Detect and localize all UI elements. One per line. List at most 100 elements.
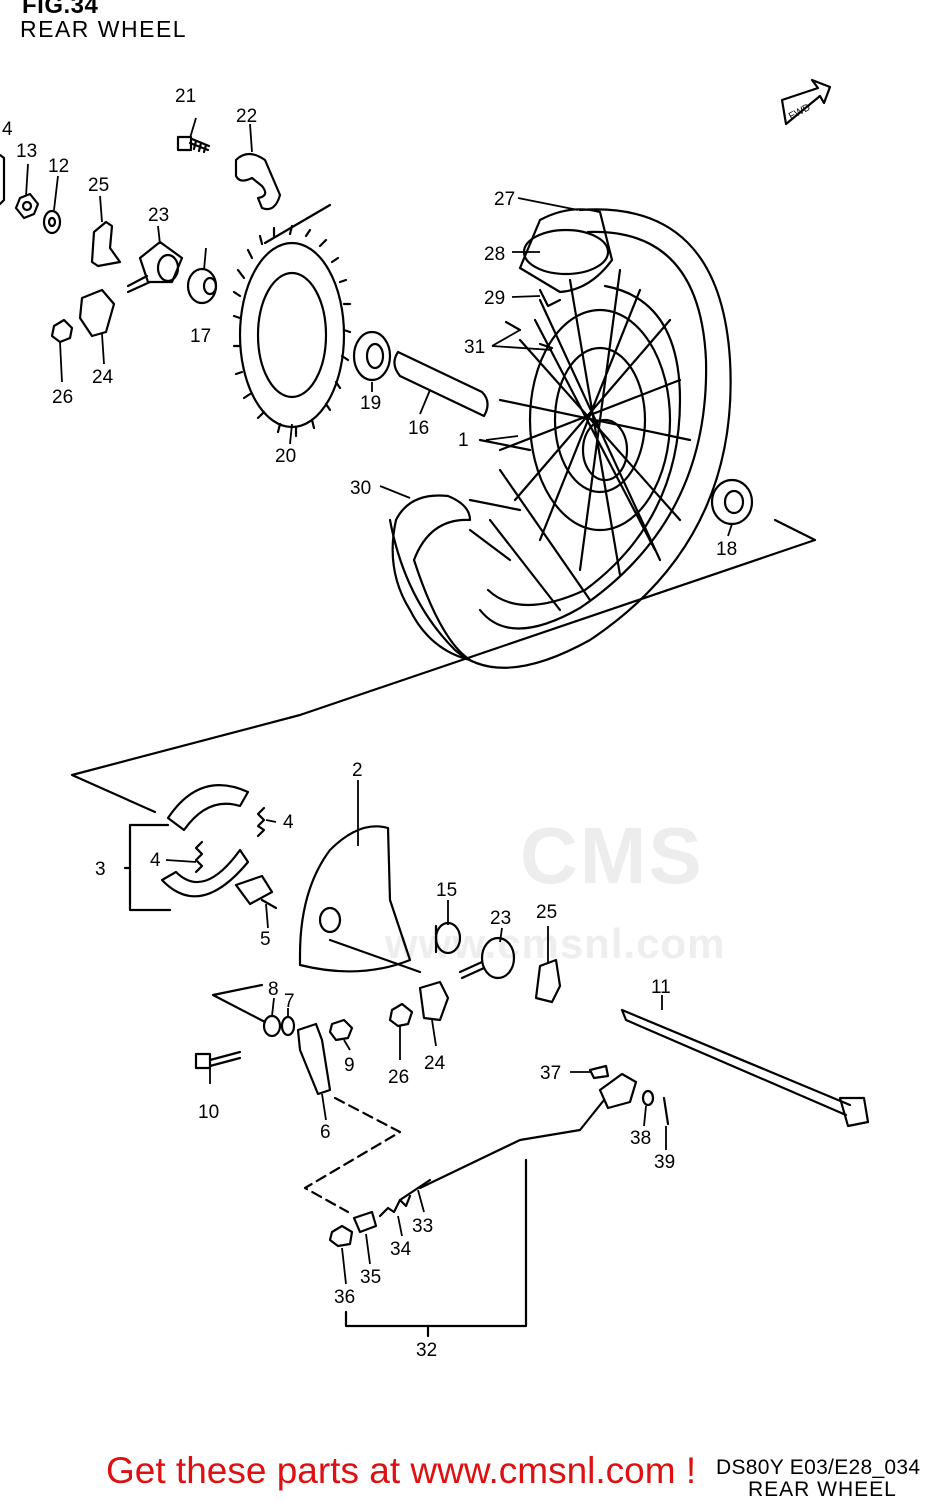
callout-11: 11 <box>651 977 671 998</box>
callout-36: 36 <box>334 1287 355 1308</box>
callout-4-topleft: 4 <box>2 119 13 140</box>
brake-cam-5 <box>234 874 278 910</box>
brake-rod-32 <box>398 1072 638 1202</box>
callout-25-lower: 25 <box>536 902 557 923</box>
washer-7 <box>280 1015 296 1037</box>
callout-22: 22 <box>236 106 257 127</box>
callout-24-lower: 24 <box>424 1053 446 1074</box>
callout-20: 20 <box>275 446 296 467</box>
nut-9 <box>328 1018 354 1042</box>
callout-35: 35 <box>360 1267 381 1288</box>
callout-21: 21 <box>175 86 196 107</box>
spacer-16 <box>393 350 489 418</box>
diagram-code: DS80Y E03/E28_034 <box>716 1456 921 1479</box>
lock-plate-22 <box>234 152 282 211</box>
callout-16: 16 <box>408 418 429 439</box>
callout-4-spring-lower: 4 <box>150 850 161 871</box>
figure-number: FIG.34 <box>22 0 99 19</box>
callout-23-upper: 23 <box>148 205 169 226</box>
callout-38: 38 <box>630 1128 651 1149</box>
callout-12: 12 <box>48 156 69 177</box>
lever-plane-line <box>303 1096 402 1214</box>
group-bracket-3 <box>123 823 172 912</box>
rear-sprocket-20 <box>232 224 352 438</box>
axle-holder-23-lower <box>458 936 516 980</box>
figure-title: REAR WHEEL <box>20 16 188 42</box>
callout-1: 1 <box>458 430 469 451</box>
joint-35 <box>352 1210 378 1234</box>
callout-4-spring-upper: 4 <box>283 812 294 833</box>
block-24-lower <box>418 980 450 1022</box>
bearing-19 <box>352 330 392 382</box>
callout-26-lower: 26 <box>388 1067 409 1088</box>
collar-8 <box>262 1014 282 1038</box>
callout-24-upper: 24 <box>92 367 114 388</box>
brake-lever-6 <box>296 1022 332 1096</box>
callout-6: 6 <box>320 1122 331 1143</box>
group-bracket-32 <box>344 1158 528 1338</box>
washer-12 <box>42 209 62 235</box>
callout-34: 34 <box>390 1239 412 1260</box>
callout-17: 17 <box>190 326 211 347</box>
callout-37: 37 <box>540 1063 561 1084</box>
fwd-arrow <box>780 78 832 126</box>
tyre-30 <box>391 494 472 662</box>
callout-33: 33 <box>412 1216 433 1237</box>
bolt-37 <box>588 1064 610 1080</box>
adjuster-plate-25-lower <box>534 958 562 1004</box>
callout-15: 15 <box>436 880 457 901</box>
callout-25-upper: 25 <box>88 175 109 196</box>
brake-shoe-lower <box>160 848 250 898</box>
callout-2: 2 <box>352 760 363 781</box>
axle-holder-23 <box>126 240 184 294</box>
collar-15 <box>434 921 462 955</box>
axle-11 <box>620 1008 870 1128</box>
cotter-pin-39 <box>662 1096 670 1126</box>
promo-link[interactable]: Get these parts at www.cmsnl.com ! <box>106 1450 697 1491</box>
watermark-site: www.cmsnl.com <box>385 920 726 967</box>
callout-39: 39 <box>654 1152 675 1173</box>
washer-38 <box>641 1089 655 1107</box>
brake-shoe-upper <box>166 784 250 832</box>
nut-36 <box>328 1224 354 1248</box>
bolt-21 <box>176 135 211 154</box>
diagram-subtitle: REAR WHEEL <box>748 1478 897 1501</box>
callout-10: 10 <box>198 1102 219 1123</box>
callout-28: 28 <box>484 244 505 265</box>
callout-7: 7 <box>284 991 295 1012</box>
spring-4-upper <box>256 806 266 838</box>
collar-17 <box>186 267 218 305</box>
callout-13: 13 <box>16 141 37 162</box>
callout-19: 19 <box>360 393 381 414</box>
callout-8: 8 <box>268 979 279 1000</box>
tube-rim-tape-27 <box>518 208 614 308</box>
callout-31: 31 <box>464 337 485 358</box>
callout-18: 18 <box>716 539 737 560</box>
watermark-brand: CMS <box>520 811 704 900</box>
nut-26-lower <box>388 1002 414 1028</box>
callout-3: 3 <box>95 859 106 880</box>
callout-26-upper: 26 <box>52 387 73 408</box>
upper-plane-outline <box>70 203 817 814</box>
bolt-10 <box>194 1050 242 1070</box>
stud-left <box>0 153 6 206</box>
callout-5: 5 <box>260 929 271 950</box>
callout-29: 29 <box>484 288 505 309</box>
spring-34 <box>378 1194 412 1218</box>
callout-30: 30 <box>350 478 371 499</box>
rear-wheel-1 <box>388 208 732 669</box>
spring-4-lower <box>194 840 204 874</box>
chain-adjuster-plate-25 <box>90 220 122 268</box>
bearing-18 <box>710 478 754 526</box>
callout-27: 27 <box>494 189 515 210</box>
adjuster-block-24 <box>78 288 116 338</box>
callout-9: 9 <box>344 1055 355 1076</box>
nut-13 <box>14 192 40 220</box>
spoke-31 <box>504 320 554 350</box>
callout-32: 32 <box>416 1340 437 1361</box>
brake-panel-2 <box>298 825 422 974</box>
nut-26 <box>50 318 74 344</box>
lower-left-plane-line <box>211 983 267 1024</box>
callout-23-lower: 23 <box>490 908 511 929</box>
